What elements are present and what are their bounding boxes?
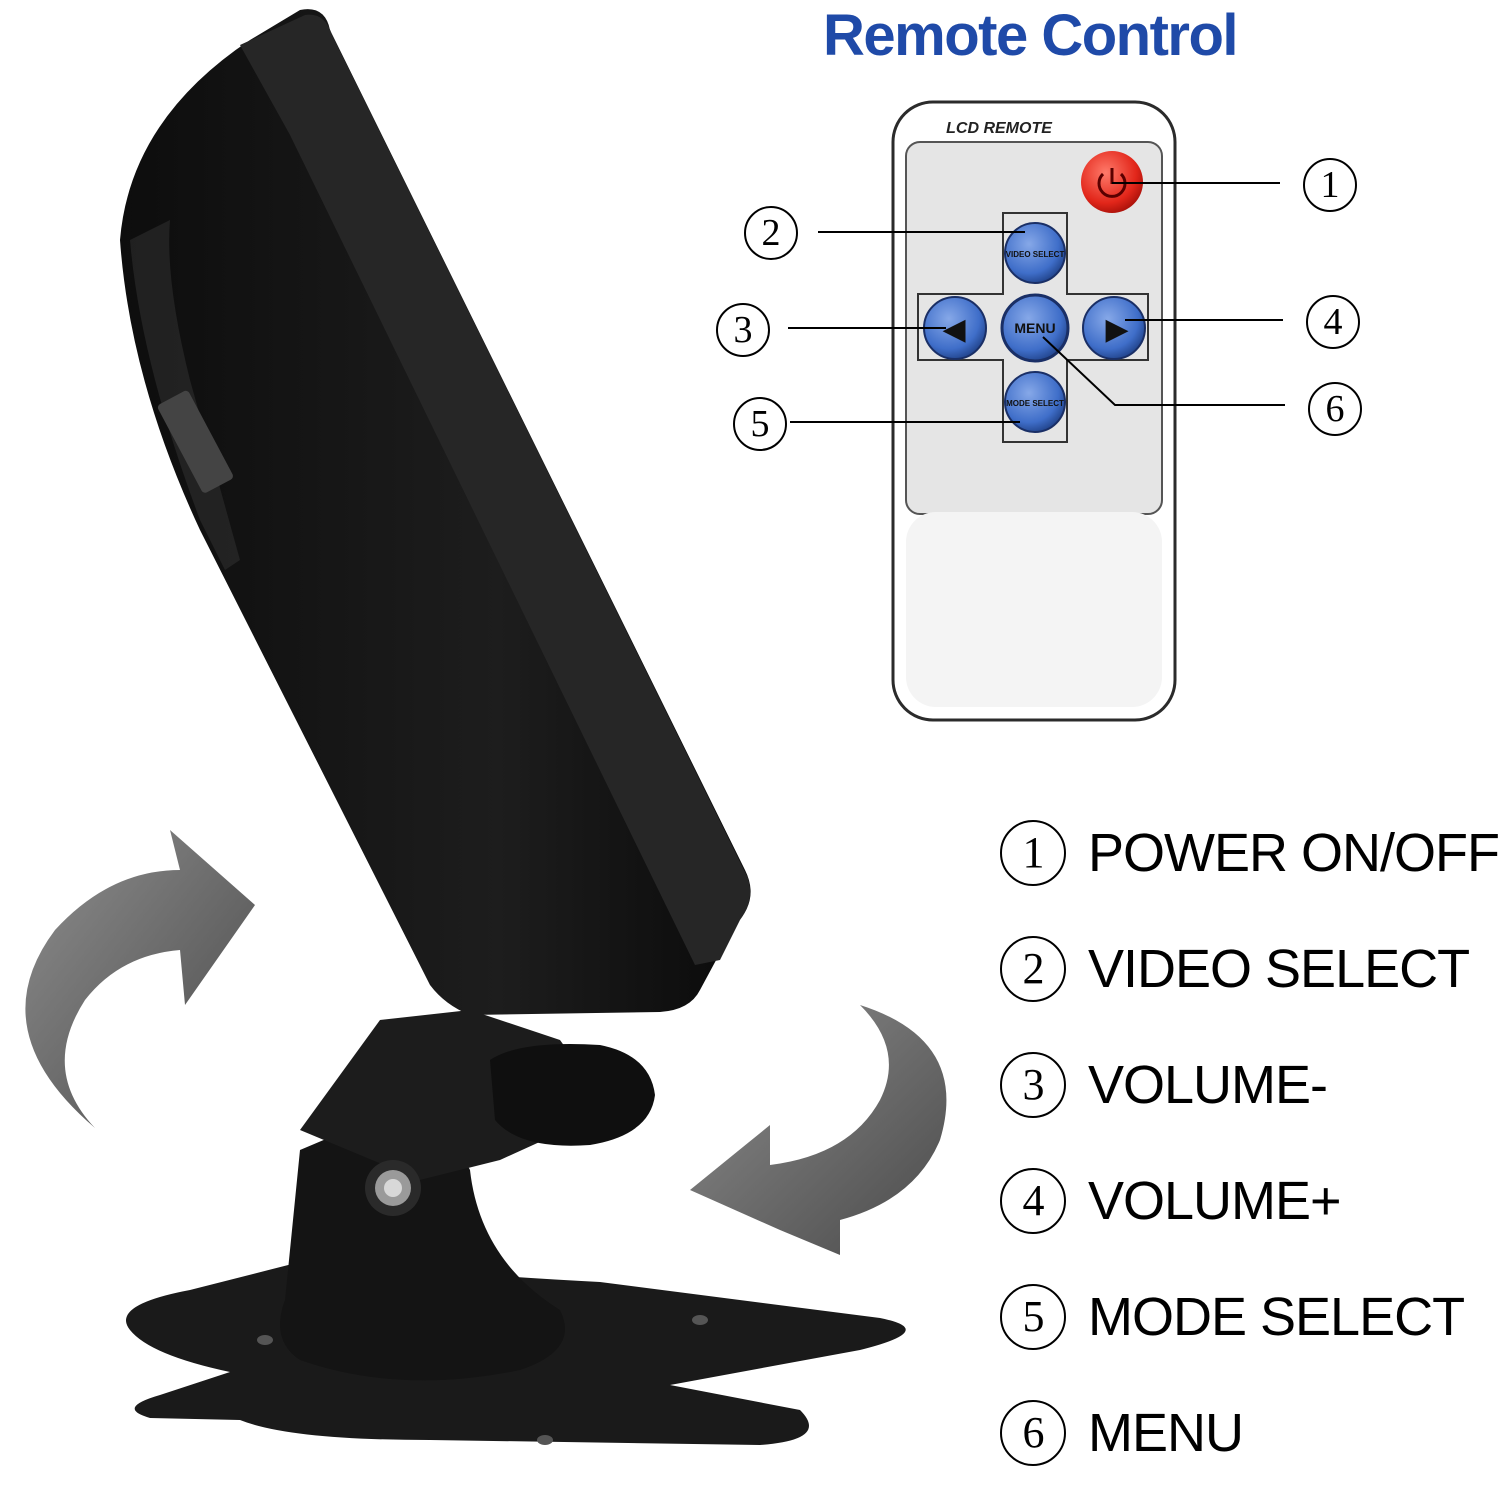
callout-6: 6 [1308,382,1362,436]
legend-item: 2 VIDEO SELECT [1000,911,1500,1027]
legend-number: 4 [1000,1168,1066,1234]
mode-select-label: MODE SELECT [1006,399,1064,408]
base-screw-hole [257,1335,273,1345]
menu-label: MENU [1014,320,1055,336]
mode-select-button[interactable] [1004,371,1066,433]
legend-item: 4 VOLUME+ [1000,1143,1500,1259]
legend-number: 2 [1000,936,1066,1002]
base-screw-hole [692,1315,708,1325]
legend-label: VIDEO SELECT [1088,939,1470,999]
legend-label: VOLUME- [1088,1055,1328,1115]
video-select-button[interactable] [1004,222,1066,284]
remote-dpad-frame [917,212,1149,443]
legend-item: 5 MODE SELECT [1000,1259,1500,1375]
callout-4: 4 [1306,295,1360,349]
callout-3: 3 [716,303,770,357]
power-icon [1097,172,1127,198]
volume-up-button[interactable] [1082,296,1146,360]
monitor-side-port [157,390,233,493]
mount-knob [490,1044,655,1146]
callout-5: 5 [733,397,787,451]
callout-line-6 [1042,336,1285,406]
legend-label: MODE SELECT [1088,1287,1465,1347]
legend-item: 6 MENU [1000,1375,1500,1491]
rotate-arrow-right [690,1005,947,1255]
legend-number: 3 [1000,1052,1066,1118]
callout-1: 1 [1303,158,1357,212]
rotate-arrow-left [25,830,255,1128]
remote-lower-panel [906,512,1162,707]
legend-number: 6 [1000,1400,1066,1466]
base-screw-hole [537,1435,553,1445]
remote-header-label: LCD REMOTE [946,120,1053,137]
legend-number: 1 [1000,820,1066,886]
legend-item: 3 VOLUME- [1000,1027,1500,1143]
legend-label: POWER ON/OFF [1088,823,1500,883]
monitor-body [120,9,751,1015]
button-legend: 1 POWER ON/OFF 2 VIDEO SELECT 3 VOLUME- … [1000,795,1500,1491]
video-select-label: VIDEO SELECT [1006,250,1065,259]
page-title: Remote Control [823,3,1239,68]
callout-2: 2 [744,206,798,260]
legend-label: VOLUME+ [1088,1171,1342,1231]
legend-item: 1 POWER ON/OFF [1000,795,1500,911]
legend-number: 5 [1000,1284,1066,1350]
monitor-front-bezel [240,14,751,965]
legend-label: MENU [1088,1403,1244,1463]
right-arrow-icon: ▶ [1105,312,1128,347]
mount-pedestal [280,1095,565,1381]
left-arrow-icon: ◀ [942,312,965,347]
